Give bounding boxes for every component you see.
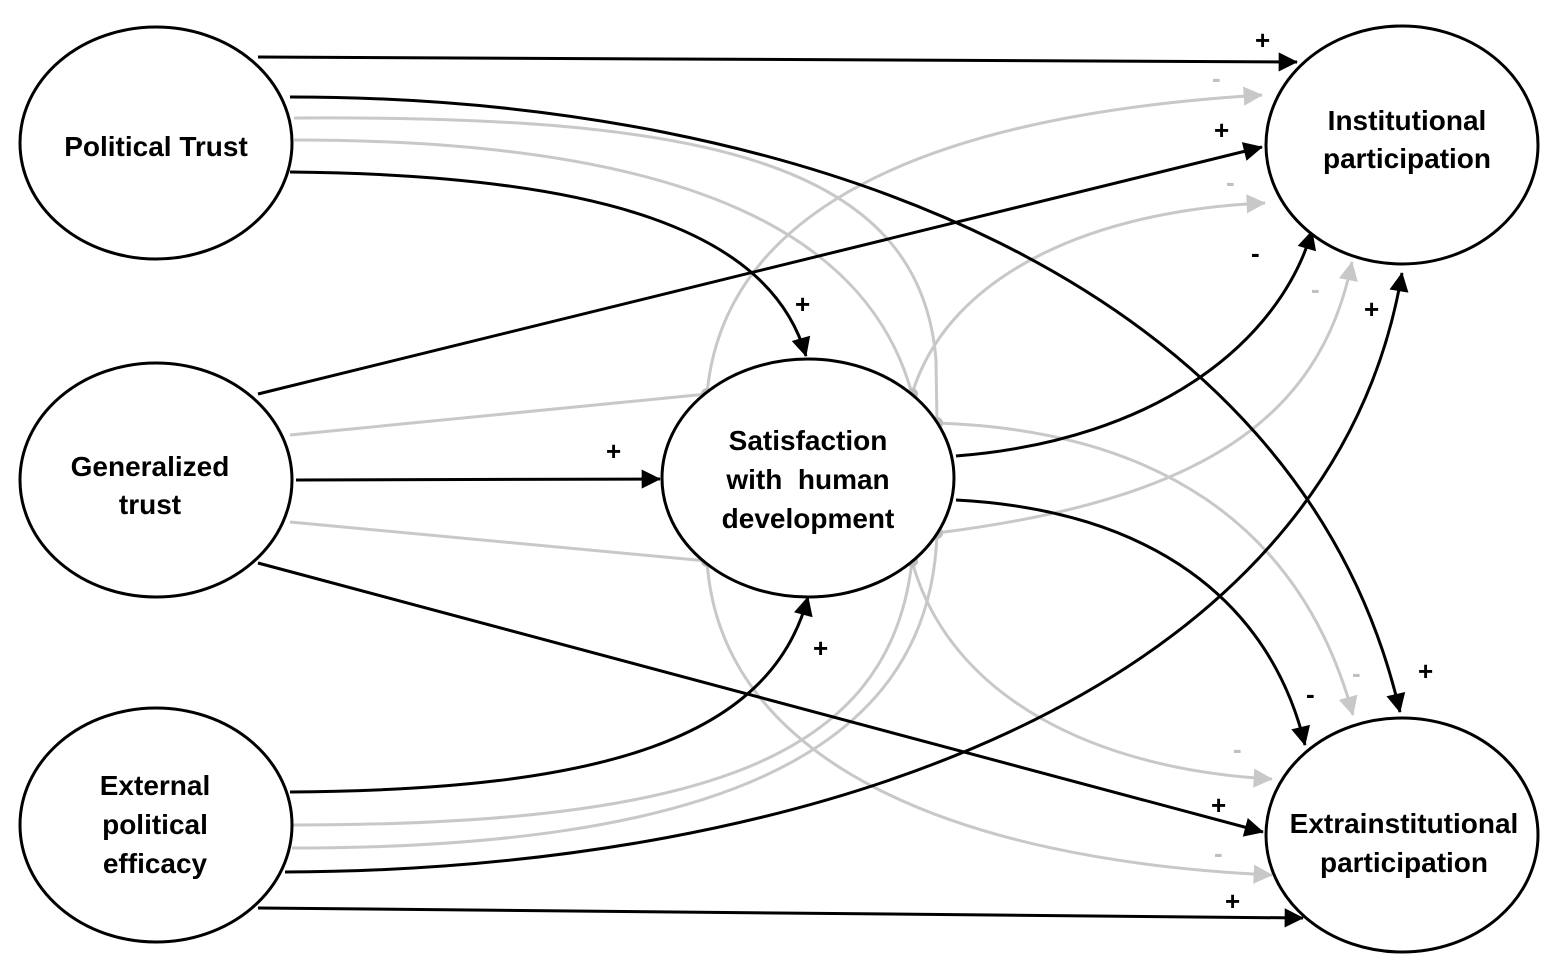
path-ee-to-med-2 [291,532,939,850]
path-med-to-inst-from-gt [910,194,1266,395]
path-med-to-extra-from-pt [936,421,1358,716]
path-pt-med-to-inst-arc [705,86,1263,395]
node-label: Generalized [71,451,230,482]
sign-label: - [1226,167,1235,197]
sign-label: - [1214,838,1223,868]
node-label: participation [1323,143,1491,174]
node-satisfaction: Satisfaction with human development [660,357,956,599]
node-external-efficacy: External political efficacy [18,706,294,944]
path-sat-to-extra [955,498,1310,746]
sign-label: - [1251,238,1260,268]
path-ee-to-extra [257,906,1304,928]
sign-labels: + - + - - - + + + + + - - - + - + [606,25,1433,916]
node-label: Extrainstitutional [1290,808,1519,839]
path-sat-to-inst [955,230,1317,458]
sign-label: - [1212,63,1221,93]
path-pt-to-extra [289,95,1406,713]
sign-label: - [1233,734,1242,764]
path-med-to-extra-from-ee [705,560,1273,884]
node-label: development [722,503,895,534]
sign-label: + [606,436,621,466]
node-label: efficacy [103,848,208,879]
node-institutional: Institutional participation [1264,24,1540,266]
sign-label: + [1211,790,1226,820]
sign-label: + [1214,115,1229,145]
path-gt-to-sat [295,469,661,489]
sign-label: + [1225,886,1240,916]
node-label: Institutional [1328,105,1487,136]
sign-label: + [1255,25,1270,55]
node-label: Satisfaction [729,425,888,456]
path-pt-to-sat [289,170,811,357]
node-label: political [102,809,208,840]
sign-label: - [1352,658,1361,688]
sign-label: - [1311,274,1320,304]
sign-label: + [1364,294,1379,324]
path-pt-to-med-2 [293,138,914,395]
sign-label: + [1418,656,1433,686]
direct-paths [257,52,1409,928]
node-political-trust: Political Trust [18,25,294,261]
sign-label: + [795,289,810,319]
sign-label: - [1306,679,1315,709]
path-gt-to-med-lower [289,520,708,563]
path-med-to-extra-from-gt [910,560,1273,788]
path-gt-to-extra [257,561,1264,837]
node-label: Political Trust [64,131,248,162]
path-ee-to-inst [284,272,1409,874]
path-ee-to-med-1 [291,560,914,827]
mediated-paths [289,86,1358,884]
path-gt-to-med-upper [289,392,708,437]
node-extrainstitutional: Extrainstitutional participation [1264,716,1540,954]
node-label: participation [1320,847,1488,878]
path-pt-to-med [293,116,939,424]
path-gt-to-inst [257,142,1263,396]
node-label: External [100,770,211,801]
path-ee-to-sat [289,596,813,794]
sign-label: + [813,633,828,663]
path-pt-to-inst [257,52,1298,72]
node-generalized-trust: Generalized trust [18,361,294,599]
node-label: with human [725,464,889,495]
path-med-to-inst-from-ee [936,261,1358,535]
node-label: trust [119,489,181,520]
